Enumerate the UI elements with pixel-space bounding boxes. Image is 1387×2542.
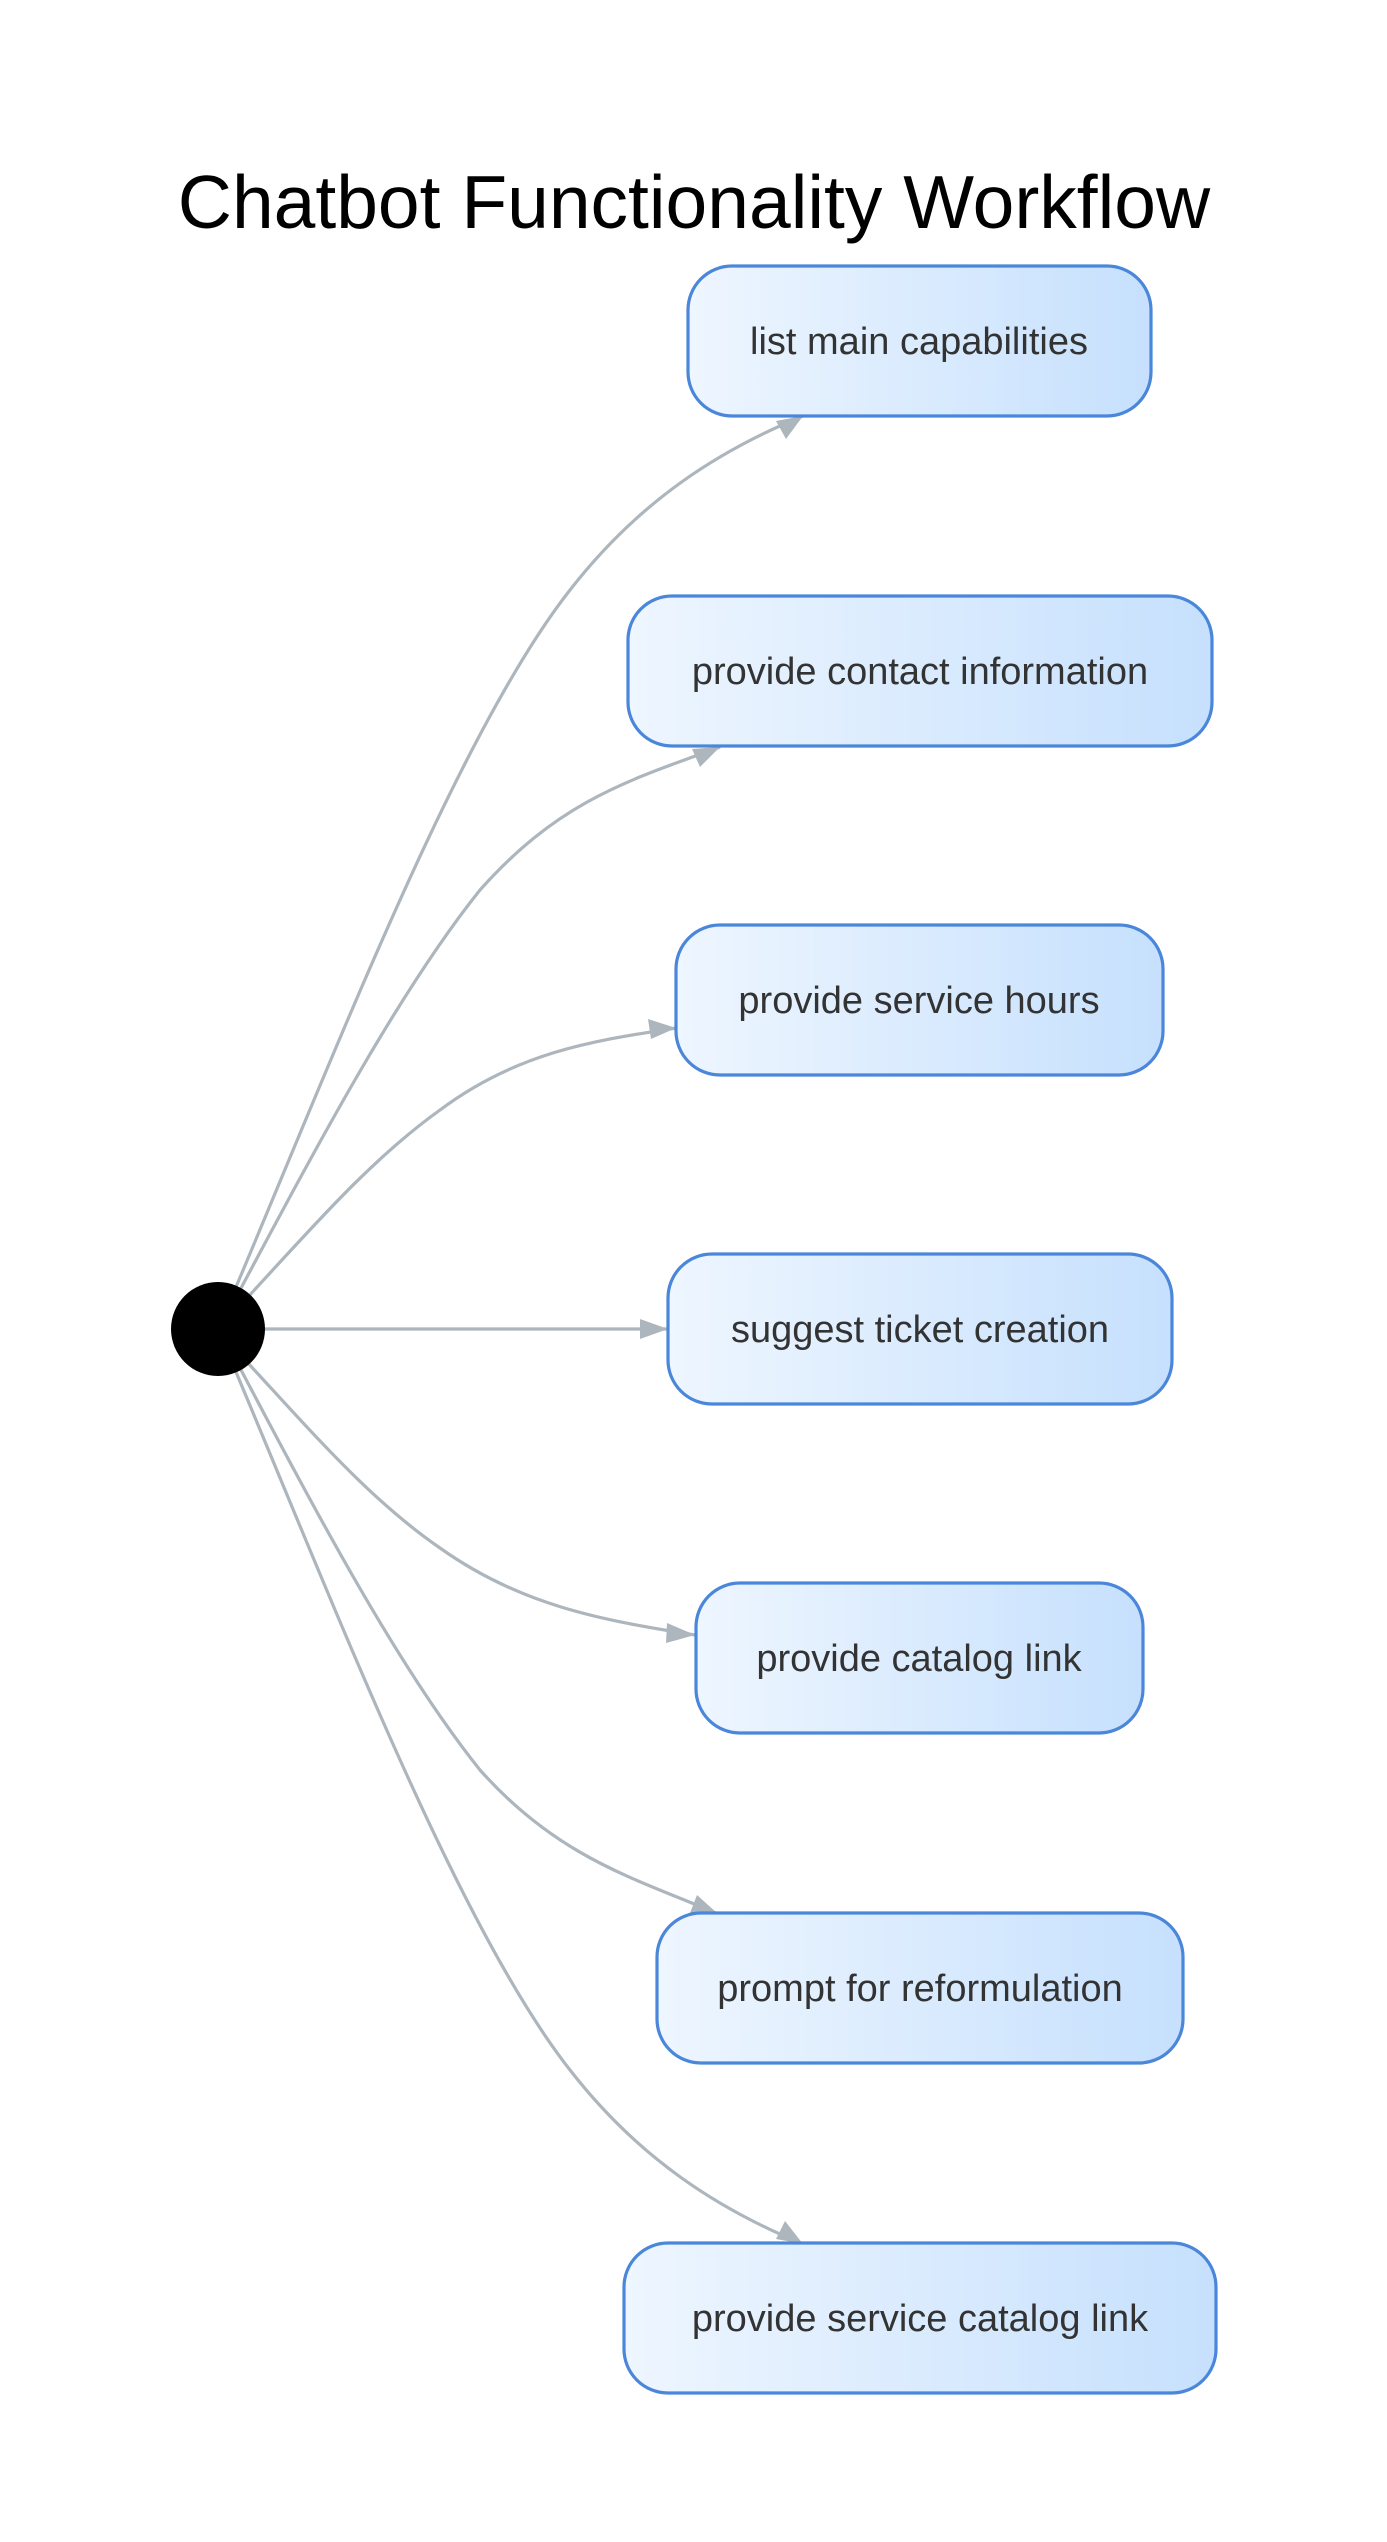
edge-start-to-list-main-capabilities	[234, 414, 804, 1288]
edges-group	[234, 414, 804, 2246]
state-node-provide-catalog-link[interactable]: provide catalog link	[694, 1581, 1145, 1735]
arrowhead-list-main-capabilities	[776, 416, 803, 439]
arrowhead-suggest-ticket-creation	[640, 1319, 668, 1339]
arrowhead-provide-catalog-link	[666, 1623, 695, 1643]
arrowhead-provide-service-hours	[648, 1019, 676, 1039]
node-box	[694, 1581, 1145, 1735]
diagram-title: Chatbot Functionality Workflow	[178, 160, 1211, 244]
arrowhead-provide-service-catalog-link	[776, 2221, 803, 2244]
node-label: prompt for reformulation	[717, 1968, 1123, 2010]
node-box	[674, 923, 1165, 1077]
node-box	[626, 594, 1214, 748]
arrowhead-prompt-for-reformulation	[690, 1895, 718, 1914]
node-box	[686, 264, 1153, 418]
edge-start-to-provide-service-catalog-link	[234, 1371, 804, 2246]
edge-start-to-provide-service-hours	[245, 1026, 677, 1300]
node-label: provide service catalog link	[692, 2298, 1149, 2340]
edge-start-to-provide-contact-information	[238, 745, 721, 1291]
state-node-prompt-for-reformulation[interactable]: prompt for reformulation	[655, 1911, 1185, 2065]
node-label: provide contact information	[692, 651, 1148, 693]
state-node-provide-service-hours[interactable]: provide service hours	[674, 923, 1165, 1077]
node-label: provide catalog link	[756, 1638, 1082, 1680]
edge-start-to-prompt-for-reformulation	[238, 1367, 719, 1916]
start-node	[171, 1282, 265, 1376]
node-box	[666, 1252, 1174, 1406]
state-node-suggest-ticket-creation[interactable]: suggest ticket creation	[666, 1252, 1174, 1406]
node-label: provide service hours	[738, 980, 1099, 1022]
state-node-list-main-capabilities[interactable]: list main capabilities	[686, 264, 1153, 418]
edge-start-to-provide-catalog-link	[245, 1360, 696, 1637]
state-node-provide-contact-information[interactable]: provide contact information	[626, 594, 1214, 748]
node-box	[655, 1911, 1185, 2065]
node-box	[622, 2241, 1218, 2395]
state-node-provide-service-catalog-link[interactable]: provide service catalog link	[622, 2241, 1218, 2395]
node-label: suggest ticket creation	[731, 1309, 1109, 1351]
node-label: list main capabilities	[750, 321, 1088, 363]
arrowhead-provide-contact-information	[692, 747, 720, 767]
